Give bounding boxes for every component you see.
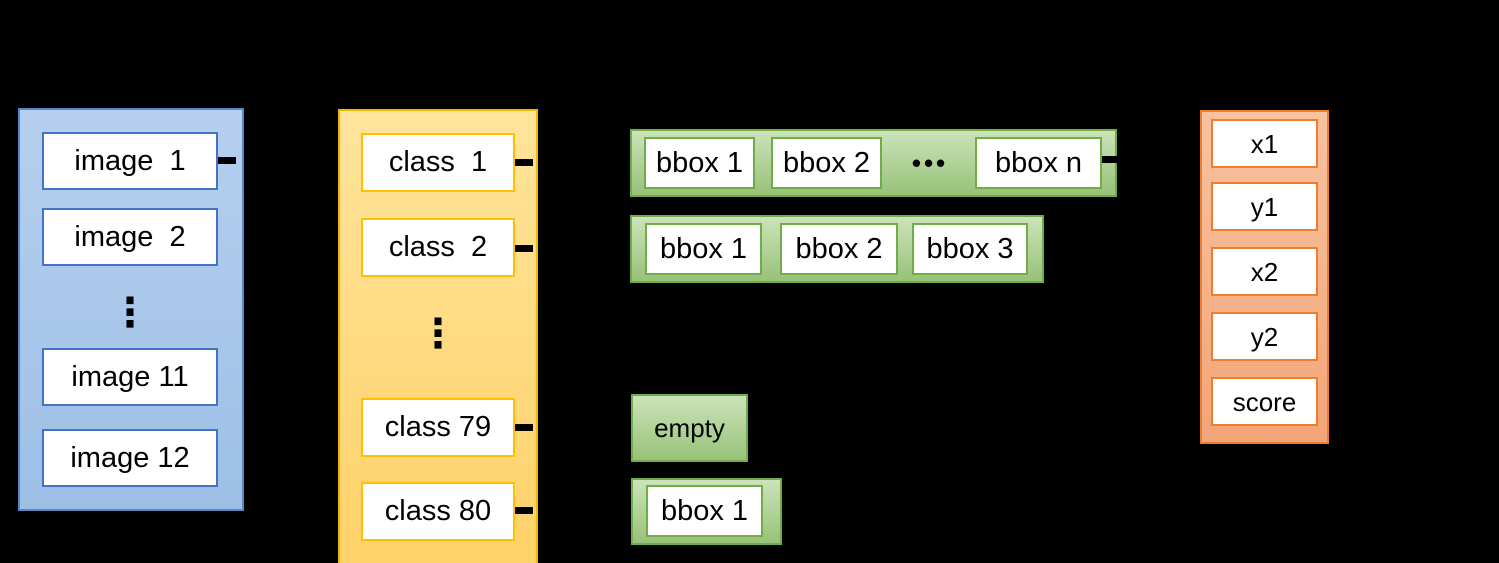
field-item: score bbox=[1211, 377, 1318, 426]
class-item: class 1 bbox=[361, 133, 515, 192]
field-item: x1 bbox=[1211, 119, 1318, 168]
bbox-item: bbox 1 bbox=[646, 485, 763, 537]
image-list-container: image 1 image 2 ⋮ image 11 image 12 bbox=[18, 108, 244, 511]
field-item: y2 bbox=[1211, 312, 1318, 361]
bbox-item: bbox 1 bbox=[645, 223, 762, 275]
image-item: image 1 bbox=[42, 132, 218, 190]
class-list-container: class 1 class 2 ⋮ class 79 class 80 bbox=[338, 109, 538, 563]
bbox-item: bbox 2 bbox=[771, 137, 882, 189]
bbox-fields-container: x1 y1 x2 y2 score bbox=[1200, 110, 1329, 444]
bbox-item: bbox 2 bbox=[780, 223, 898, 275]
image-item: image 2 bbox=[42, 208, 218, 266]
connector-class80-to-row3 bbox=[515, 507, 631, 514]
connector-class2-to-row2 bbox=[515, 245, 630, 252]
empty-box: empty bbox=[631, 394, 748, 462]
field-item: x2 bbox=[1211, 247, 1318, 296]
image-item: image 11 bbox=[42, 348, 218, 406]
horizontal-ellipsis-icon: ••• bbox=[911, 147, 949, 178]
connector-bboxn-to-fields bbox=[1102, 156, 1200, 163]
bbox-row-3: bbox 1 bbox=[631, 478, 782, 545]
bbox-row-1: bbox 1 bbox 2 ••• bbox n bbox=[630, 129, 1117, 197]
connector-class1-to-row1 bbox=[515, 159, 630, 166]
bbox-item: bbox n bbox=[975, 137, 1102, 189]
field-item: y1 bbox=[1211, 182, 1318, 231]
class-item: class 80 bbox=[361, 482, 515, 541]
bbox-item: bbox 1 bbox=[644, 137, 755, 189]
vertical-ellipsis-icon: ⋮ bbox=[418, 311, 458, 356]
connector-class79-to-empty bbox=[515, 424, 631, 431]
class-item: class 79 bbox=[361, 398, 515, 457]
bbox-row-2: bbox 1 bbox 2 bbox 3 bbox=[630, 215, 1044, 283]
connector-image1-to-classes bbox=[218, 157, 338, 164]
class-item: class 2 bbox=[361, 218, 515, 277]
vertical-ellipsis-icon: ⋮ bbox=[110, 291, 150, 335]
bbox-item: bbox 3 bbox=[912, 223, 1028, 275]
image-item: image 12 bbox=[42, 429, 218, 487]
